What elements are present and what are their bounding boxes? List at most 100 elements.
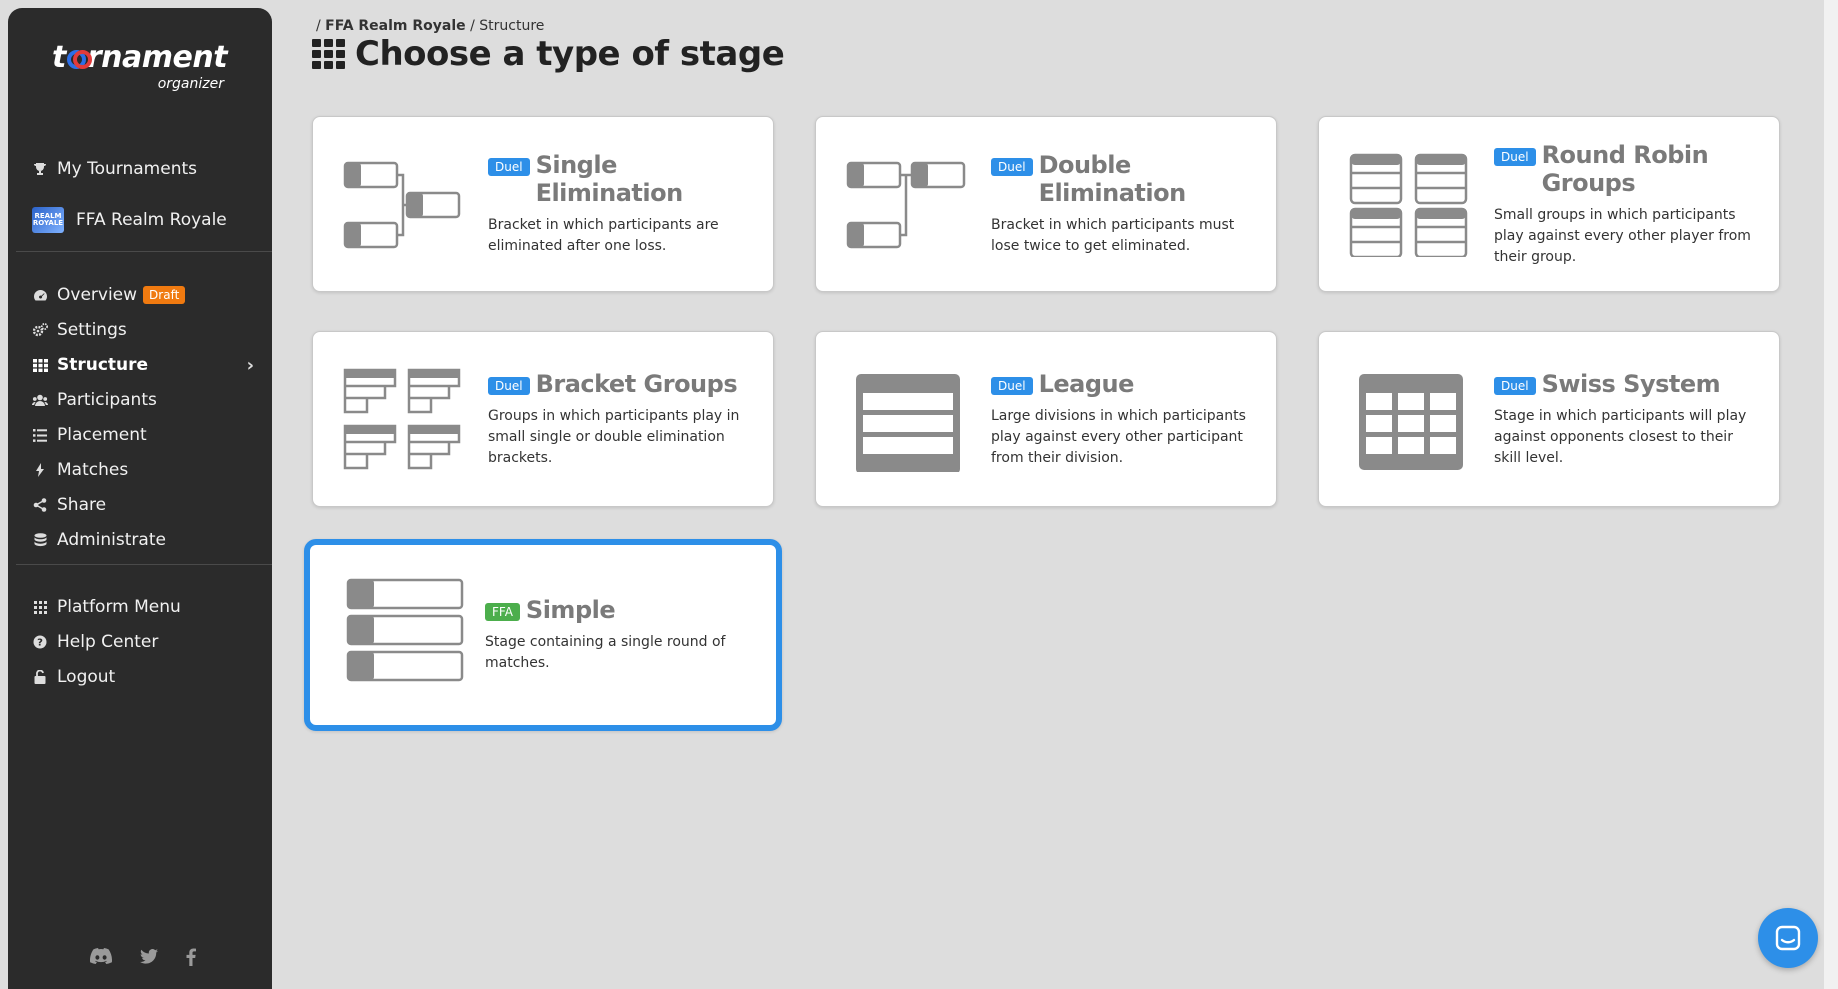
- simple-rounds-icon: [346, 575, 466, 682]
- breadcrumb-separator: /: [470, 18, 475, 34]
- nav-label: Platform Menu: [57, 597, 181, 617]
- round-robin-groups-diagram-icon: [1349, 153, 1469, 259]
- draft-badge: Draft: [143, 286, 186, 304]
- sidebar-item-structure[interactable]: Structure ›: [32, 350, 272, 380]
- duel-tag: Duel: [1494, 376, 1536, 395]
- stage-card-simple[interactable]: FFA Simple Stage containing a single rou…: [304, 539, 782, 731]
- duel-tag: Duel: [991, 158, 1033, 176]
- chevron-right-icon: ›: [246, 354, 254, 376]
- twitter-icon[interactable]: [140, 948, 158, 971]
- nav-label: Matches: [57, 460, 129, 480]
- page-title: Choose a type of stage: [312, 34, 785, 74]
- bolt-icon: [32, 462, 48, 478]
- sidebar-item-settings[interactable]: Settings: [32, 315, 272, 345]
- stage-description: Groups in which participants play in sma…: [488, 407, 740, 466]
- stage-name: Swiss System: [1541, 369, 1721, 398]
- nav-label: My Tournaments: [57, 159, 198, 179]
- stage-description: Stage containing a single round of match…: [485, 634, 726, 671]
- stage-card-double-elimination[interactable]: Duel Double Elimination Bracket in which…: [815, 116, 1277, 292]
- league-table-icon: [846, 368, 966, 474]
- nav-label: Overview: [57, 285, 138, 305]
- logo-text-start: t: [52, 40, 66, 75]
- dashboard-icon: [32, 287, 48, 303]
- stage-name: Double Elimination: [1038, 151, 1187, 207]
- nav-label: Help Center: [57, 632, 159, 652]
- bracket-groups-diagram-icon: [343, 368, 463, 472]
- gears-icon: [32, 322, 48, 338]
- chat-icon: [1775, 925, 1801, 951]
- chat-launcher-button[interactable]: [1758, 908, 1818, 968]
- stage-card-single-elimination[interactable]: Duel Single Elimination Bracket in which…: [312, 116, 774, 292]
- stage-name: Bracket Groups: [535, 369, 738, 398]
- duel-tag: Duel: [1494, 147, 1536, 166]
- stage-name: Simple: [525, 596, 616, 624]
- sidebar-item-overview[interactable]: Overview Draft: [32, 280, 272, 310]
- stage-card-bracket-groups[interactable]: Duel Bracket Groups Groups in which part…: [312, 331, 774, 507]
- stage-description: Bracket in which participants are elimin…: [488, 217, 719, 254]
- sidebar-item-participants[interactable]: Participants: [32, 385, 272, 415]
- duel-tag: Duel: [488, 158, 530, 176]
- users-icon: [32, 392, 48, 408]
- nav-label: Settings: [57, 320, 127, 340]
- list-icon: [32, 427, 48, 443]
- sidebar-item-placement[interactable]: Placement: [32, 420, 272, 450]
- facebook-icon[interactable]: [186, 948, 196, 971]
- sidebar-item-logout[interactable]: Logout: [32, 662, 272, 692]
- sidebar-item-administrate[interactable]: Administrate: [32, 525, 272, 555]
- sidebar-item-platform-menu[interactable]: Platform Menu: [32, 592, 272, 622]
- discord-icon[interactable]: [90, 948, 113, 971]
- stage-description: Stage in which participants will play ag…: [1494, 407, 1747, 466]
- svg-text:?: ?: [37, 638, 43, 649]
- sidebar-divider: [16, 251, 272, 252]
- app-logo[interactable]: t rnament organizer: [52, 40, 242, 96]
- breadcrumb-current: Structure: [479, 18, 545, 34]
- sidebar-item-share[interactable]: Share: [32, 490, 272, 520]
- sidebar-divider: [16, 564, 272, 565]
- nav-label: Logout: [57, 667, 116, 687]
- stage-name: League: [1038, 369, 1135, 398]
- social-links: [90, 948, 196, 971]
- stage-name: Single Elimination: [535, 151, 684, 207]
- page-title-text: Choose a type of stage: [355, 34, 785, 74]
- breadcrumb-separator: /: [316, 18, 321, 34]
- sidebar-item-help-center[interactable]: ? Help Center: [32, 627, 272, 657]
- duel-tag: Duel: [991, 376, 1033, 395]
- ffa-tag: FFA: [485, 603, 520, 621]
- stage-card-league[interactable]: Duel League Large divisions in which par…: [815, 331, 1277, 507]
- nav-my-tournaments[interactable]: My Tournaments: [32, 154, 272, 184]
- breadcrumb: / FFA Realm Royale / Structure: [316, 18, 544, 34]
- duel-tag: Duel: [488, 376, 530, 395]
- stage-description: Bracket in which participants must lose …: [991, 217, 1235, 254]
- tournament-logo: REALM ROYALE: [32, 207, 64, 233]
- nav-label: Placement: [57, 425, 147, 445]
- grid-icon: [32, 599, 48, 615]
- stage-description: Small groups in which participants play …: [1494, 206, 1751, 265]
- nav-label: Share: [57, 495, 107, 515]
- unlock-icon: [32, 669, 48, 685]
- breadcrumb-tournament-link[interactable]: FFA Realm Royale: [325, 18, 466, 34]
- stage-description: Large divisions in which participants pl…: [991, 407, 1246, 466]
- logo-subtitle: organizer: [157, 76, 224, 92]
- double-elimination-diagram-icon: [846, 153, 966, 257]
- sidebar: t rnament organizer My Tournaments REALM …: [8, 8, 272, 989]
- trophy-icon: [32, 161, 48, 177]
- nav-label: Participants: [57, 390, 157, 410]
- nav-current-tournament[interactable]: REALM ROYALE FFA Realm Royale: [32, 205, 272, 235]
- stage-card-round-robin-groups[interactable]: Duel Round Robin Groups Small groups in …: [1318, 116, 1780, 292]
- question-icon: ?: [32, 634, 48, 650]
- logo-text-end: rnament: [86, 40, 228, 75]
- grid-icon: [32, 357, 48, 373]
- grid-icon: [312, 39, 345, 69]
- share-icon: [32, 497, 48, 513]
- nav-label: Structure: [57, 355, 149, 375]
- database-icon: [32, 532, 48, 548]
- stage-name: Round Robin Groups: [1541, 140, 1709, 197]
- nav-label: FFA Realm Royale: [76, 210, 227, 230]
- logo-ring-icon: [66, 50, 92, 69]
- single-elimination-diagram-icon: [343, 153, 463, 257]
- nav-label: Administrate: [57, 530, 166, 550]
- page-scrollbar[interactable]: [1824, 0, 1838, 989]
- sidebar-item-matches[interactable]: Matches: [32, 455, 272, 485]
- stage-card-swiss-system[interactable]: Duel Swiss System Stage in which partici…: [1318, 331, 1780, 507]
- swiss-system-grid-icon: [1349, 368, 1469, 472]
